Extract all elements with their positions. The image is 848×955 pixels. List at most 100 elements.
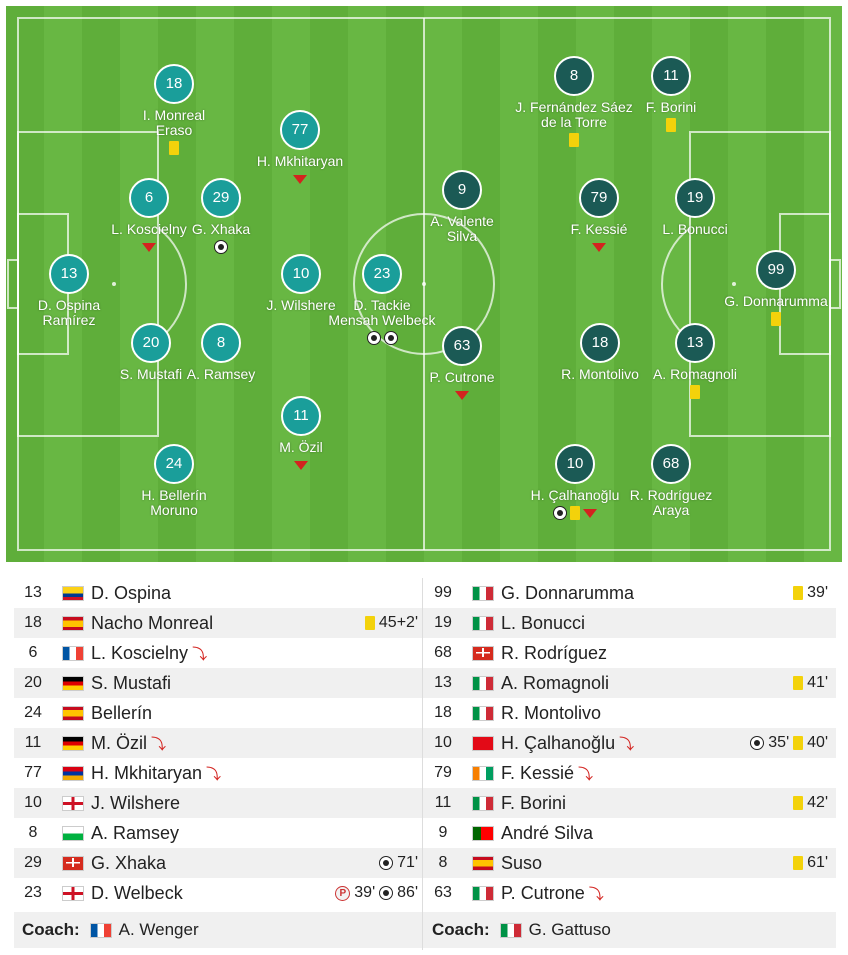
player-number-circle[interactable]: 8: [201, 323, 241, 363]
player-name-link[interactable]: H. Mkhitaryan: [91, 762, 203, 783]
player-name: A. Ramsey: [186, 366, 256, 382]
player-number-circle[interactable]: 10: [555, 444, 595, 484]
yellow-card-icon: [793, 586, 804, 600]
shirt-number: 10: [434, 734, 452, 751]
away-coach-name[interactable]: G. Gattuso: [528, 920, 611, 939]
shirt-number: 19: [434, 614, 452, 631]
player-name-link[interactable]: R. Montolivo: [501, 702, 602, 723]
shirt-number: 23: [24, 884, 42, 901]
player-number-circle[interactable]: 6: [129, 178, 169, 218]
player-marks: [504, 132, 644, 148]
player-number-circle[interactable]: 9: [442, 170, 482, 210]
home-pitch-player[interactable]: 8 A. Ramsey: [151, 323, 291, 400]
wales-flag-icon: [62, 825, 84, 841]
player-name-link[interactable]: D. Ospina: [91, 582, 172, 603]
substitution-icon: ⤵: [206, 765, 222, 783]
player-number-circle[interactable]: 68: [651, 444, 691, 484]
player-number-circle[interactable]: 13: [675, 323, 715, 363]
player-name-link[interactable]: P. Cutrone: [501, 882, 585, 903]
player-name: H. Bellerín Moruno: [141, 487, 207, 518]
player-name-link[interactable]: S. Mustafi: [91, 672, 172, 693]
shirt-number: 8: [438, 854, 448, 871]
player-name-link[interactable]: H. Çalhanoğlu: [501, 732, 616, 753]
player-name-link[interactable]: F. Borini: [501, 792, 567, 813]
shirt-number: 18: [434, 704, 452, 721]
player-name-link[interactable]: G. Xhaka: [91, 852, 167, 873]
player-name-link[interactable]: L. Bonucci: [501, 612, 586, 633]
player-number-circle[interactable]: 20: [131, 323, 171, 363]
player-number-circle[interactable]: 29: [201, 178, 241, 218]
player-name-link[interactable]: André Silva: [501, 822, 594, 843]
shirt-number: 6: [28, 644, 38, 661]
player-name-link[interactable]: Nacho Monreal: [91, 612, 214, 633]
player-name-link[interactable]: L. Koscielny: [91, 642, 189, 663]
player-name-link[interactable]: D. Welbeck: [91, 882, 183, 903]
lineup-row: 19 L. Bonucci: [424, 608, 836, 638]
player-number-circle[interactable]: 99: [756, 250, 796, 290]
goal-ball-icon: [383, 331, 398, 345]
substitution-off-icon: [293, 174, 307, 184]
yellow-card-icon: [569, 133, 579, 147]
switzerland-flag-icon: [62, 855, 84, 871]
player-number-circle[interactable]: 24: [154, 444, 194, 484]
player-number-circle[interactable]: 19: [675, 178, 715, 218]
player-name-link[interactable]: J. Wilshere: [91, 792, 181, 813]
player-number-circle[interactable]: 8: [554, 56, 594, 96]
player-number-circle[interactable]: 10: [281, 254, 321, 294]
yellow-card-icon: [771, 312, 781, 326]
player-number-circle[interactable]: 13: [49, 254, 89, 294]
player-name-link[interactable]: A. Romagnoli: [501, 672, 610, 693]
player-number-circle[interactable]: 11: [651, 56, 691, 96]
player-number-circle[interactable]: 23: [362, 254, 402, 294]
player-number-circle[interactable]: 11: [281, 396, 321, 436]
player-name-link[interactable]: G. Donnarumma: [501, 582, 635, 603]
event-list: 71': [379, 854, 418, 872]
player-number-circle[interactable]: 79: [579, 178, 619, 218]
player-number-circle[interactable]: 77: [280, 110, 320, 150]
player-name-link[interactable]: A. Ramsey: [91, 822, 180, 843]
shirt-number: 79: [434, 764, 452, 781]
player-number-circle[interactable]: 18: [580, 323, 620, 363]
player-number-circle[interactable]: 63: [442, 326, 482, 366]
player-name-link[interactable]: Suso: [501, 852, 543, 873]
event-list: 45+2': [364, 614, 418, 632]
shirt-number: 13: [24, 584, 42, 601]
player-name-link[interactable]: Bellerín: [91, 702, 153, 723]
player-name-link[interactable]: F. Kessié: [501, 762, 575, 783]
player-name-link[interactable]: M. Özil: [91, 732, 147, 753]
home-coach-name[interactable]: A. Wenger: [118, 920, 199, 939]
england-flag-icon: [62, 885, 84, 901]
player-name-link[interactable]: R. Rodríguez: [501, 642, 608, 663]
yellow-card-icon: [793, 856, 804, 870]
player-name: R. Rodríguez Araya: [629, 487, 713, 518]
event-time: 61': [807, 854, 828, 871]
player-number-circle[interactable]: 18: [154, 64, 194, 104]
